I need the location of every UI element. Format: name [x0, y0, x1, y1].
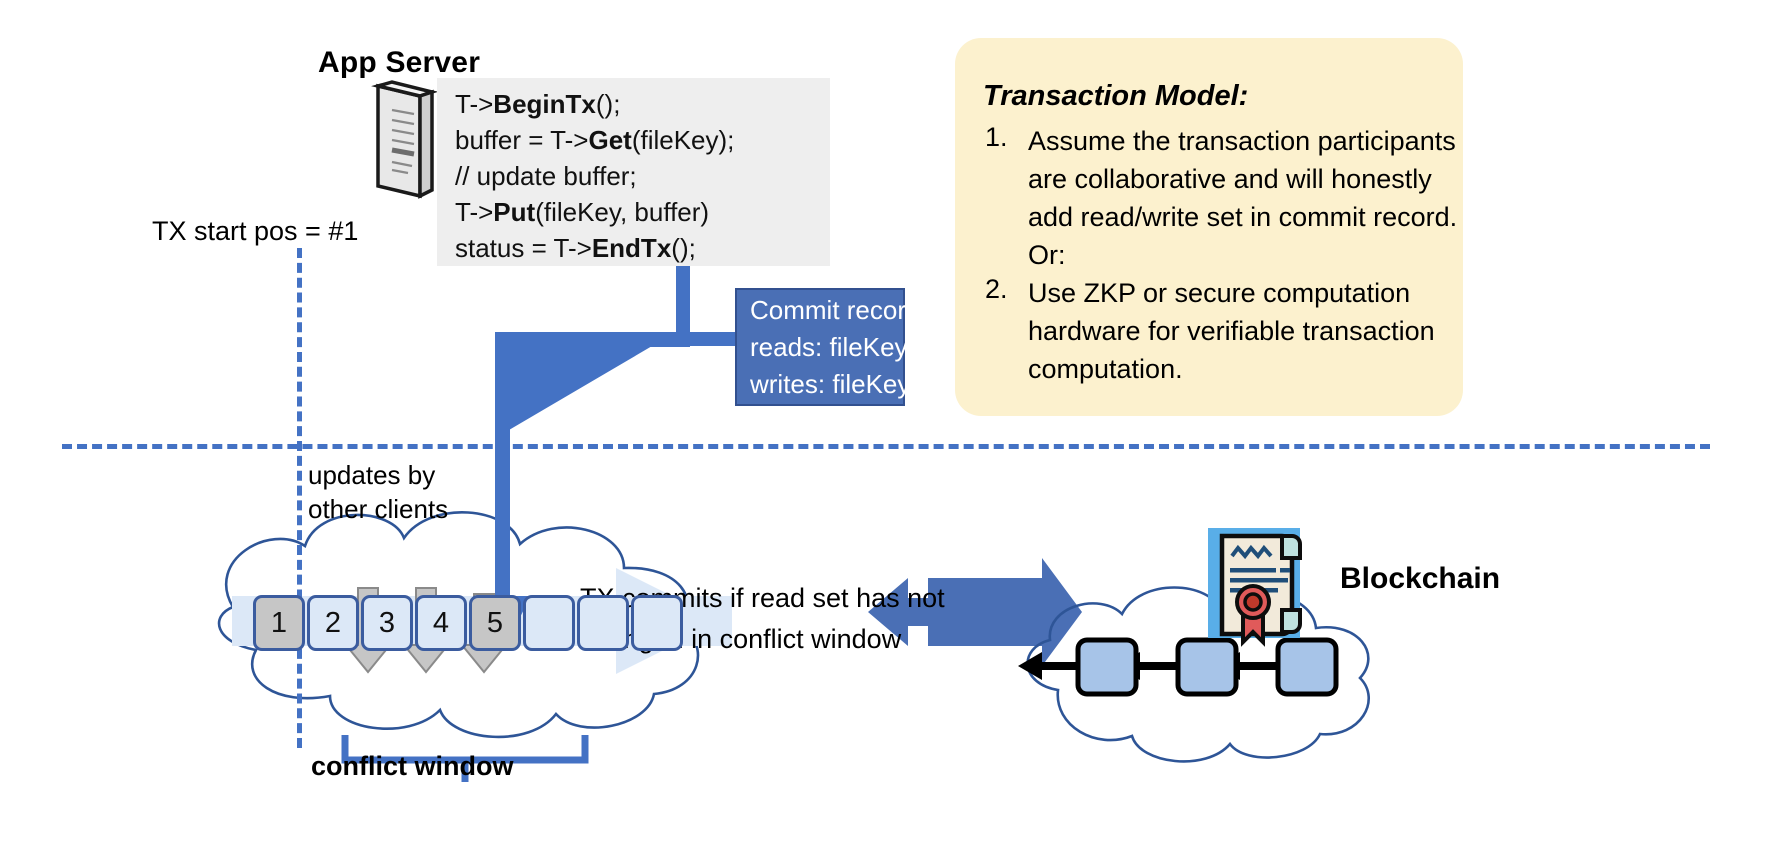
- blockchain-cloud: [1026, 586, 1370, 763]
- conflict-window-bracket: [341, 735, 589, 782]
- code-line: // update buffer;: [455, 161, 637, 191]
- commit-record-text: Commit record: reads: fileKey writes: fi…: [750, 295, 928, 399]
- code-line: T->Put(fileKey, buffer): [455, 197, 710, 227]
- commit-record-box: [735, 288, 905, 406]
- transaction-model-item-number: 2.: [985, 274, 1008, 304]
- log-block: 3: [361, 595, 413, 651]
- code-line: buffer = T->Get(fileKey);: [455, 125, 735, 155]
- log-block: 4: [415, 595, 467, 651]
- transaction-model-item-text: Use ZKP or secure computation hardware f…: [1028, 278, 1435, 384]
- commit-connector: [676, 266, 690, 330]
- blockchain-chain: [1018, 637, 1339, 697]
- certificate-icon: [1208, 528, 1302, 647]
- log-block: [631, 595, 683, 651]
- server-tower-icon: [371, 80, 439, 199]
- code-line: T->BeginTx();: [455, 89, 621, 119]
- transaction-model-item-number: 1.: [985, 122, 1008, 152]
- tx-start-dashed-line: [297, 248, 302, 748]
- updates-by-other-clients-label: updates by other clients: [308, 460, 449, 524]
- sync-double-arrow: [868, 558, 1082, 666]
- blockchain-label: Blockchain: [1340, 562, 1501, 595]
- transaction-model-panel: [955, 38, 1463, 416]
- log-block: [523, 595, 575, 651]
- conflict-window-label: conflict window: [311, 751, 514, 781]
- layer-separator-dashed-line: [62, 444, 1710, 449]
- log-block: [577, 595, 629, 651]
- transaction-model-title: Transaction Model:: [983, 80, 1249, 112]
- log-block: 2: [307, 595, 359, 651]
- code-listing: T->BeginTx(); buffer = T->Get(fileKey); //…: [455, 86, 734, 266]
- code-line: status = T->EndTx();: [455, 233, 696, 263]
- tx-start-pos-label: TX start pos = #1: [152, 216, 359, 246]
- log-cloud: [217, 511, 700, 739]
- log-block: 5: [469, 595, 521, 651]
- log-block: 1: [253, 595, 305, 651]
- app-server-title: App Server: [318, 46, 481, 79]
- transaction-model-item-text: Assume the transaction participants are …: [1028, 126, 1458, 270]
- code-box: [437, 78, 830, 266]
